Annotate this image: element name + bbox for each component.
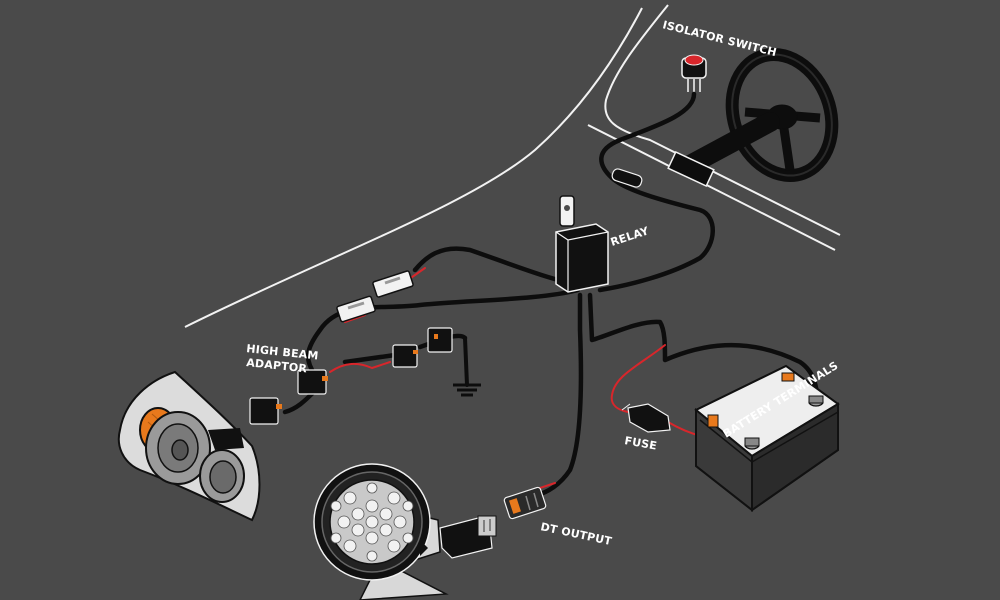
- vehicle-outline: [184, 4, 841, 328]
- label-high-beam-adaptor-line2: ADAPTOR: [246, 356, 308, 375]
- hood-edge-line: [184, 7, 643, 328]
- label-relay: RELAY: [609, 224, 651, 249]
- battery-icon: [694, 364, 840, 513]
- light-harness-connector: [439, 515, 497, 559]
- black-wires: [282, 91, 819, 499]
- battery-terminal-negative: [808, 395, 824, 407]
- h4-connector-headlamp: [249, 397, 282, 425]
- label-isolator-switch: ISOLATOR SWITCH: [661, 18, 778, 59]
- switch-inline-connector: [611, 168, 643, 188]
- isolator-switch-icon: [681, 54, 707, 94]
- headlamp-icon: [117, 370, 261, 522]
- battery-terminal-positive: [744, 437, 760, 450]
- label-fuse: FUSE: [623, 434, 657, 452]
- a-pillar-line: [604, 4, 841, 236]
- relay-icon: [555, 195, 609, 293]
- led-array: [330, 482, 414, 562]
- dash-line: [587, 124, 836, 251]
- white-connector-upper: [372, 270, 414, 298]
- fuse-holder-icon: [621, 403, 671, 433]
- red-wires: [329, 267, 746, 489]
- white-connector-lower: [336, 295, 376, 323]
- steering-wheel-icon: [667, 47, 839, 188]
- connectors: [249, 270, 453, 425]
- h4-connector-adaptor: [297, 369, 328, 395]
- h4-socket-right: [427, 327, 453, 353]
- dt-connector-icon: [503, 486, 547, 520]
- ground-symbol-icon: [453, 383, 481, 397]
- h4-connector-mid: [392, 344, 418, 368]
- label-dt-output: DT OUTPUT: [539, 520, 613, 548]
- driving-light-icon: [313, 463, 449, 600]
